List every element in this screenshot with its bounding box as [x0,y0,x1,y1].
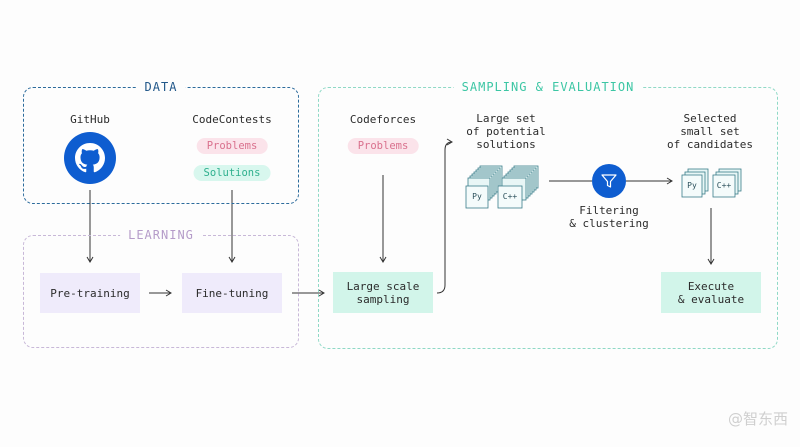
filtering-label: Filtering & clustering [569,204,649,230]
selected-py-tag: Py [687,181,697,190]
data-group-title: DATA [136,80,186,94]
selected-set-label: Selected small set of candidates [666,112,754,151]
selected-cpp-tag: C++ [716,181,732,190]
large-set-py-tag: Py [472,192,482,201]
codeforces-label: Codeforces [349,113,417,126]
sampling-group-title: SAMPLING & EVALUATION [453,80,643,94]
selected-py-stack [681,168,709,198]
large-set-cpp-stack [497,165,539,209]
watermark: @智东西 [727,410,788,428]
large-set-label: Large set of potential solutions [466,112,546,151]
finetuning-box: Fine-tuning [182,273,282,313]
large-set-cpp-tag: C++ [502,192,518,201]
github-icon [64,132,116,184]
codeforces-problems-pill: Problems [347,138,419,154]
codecontests-solutions-pill: Solutions [193,165,271,181]
learning-group-title: LEARNING [120,228,202,242]
execute-evaluate-box: Execute & evaluate [661,272,761,313]
filter-icon [592,164,626,198]
codecontests-problems-pill: Problems [196,138,268,154]
large-scale-sampling-box: Large scale sampling [333,272,433,313]
github-label: GitHub [70,113,110,126]
codecontests-label: CodeContests [192,113,272,126]
selected-cpp-stack [712,168,742,198]
pretraining-box: Pre-training [40,273,140,313]
arrow-sampling-to-large-set [436,138,453,294]
large-set-py-stack [465,165,503,209]
